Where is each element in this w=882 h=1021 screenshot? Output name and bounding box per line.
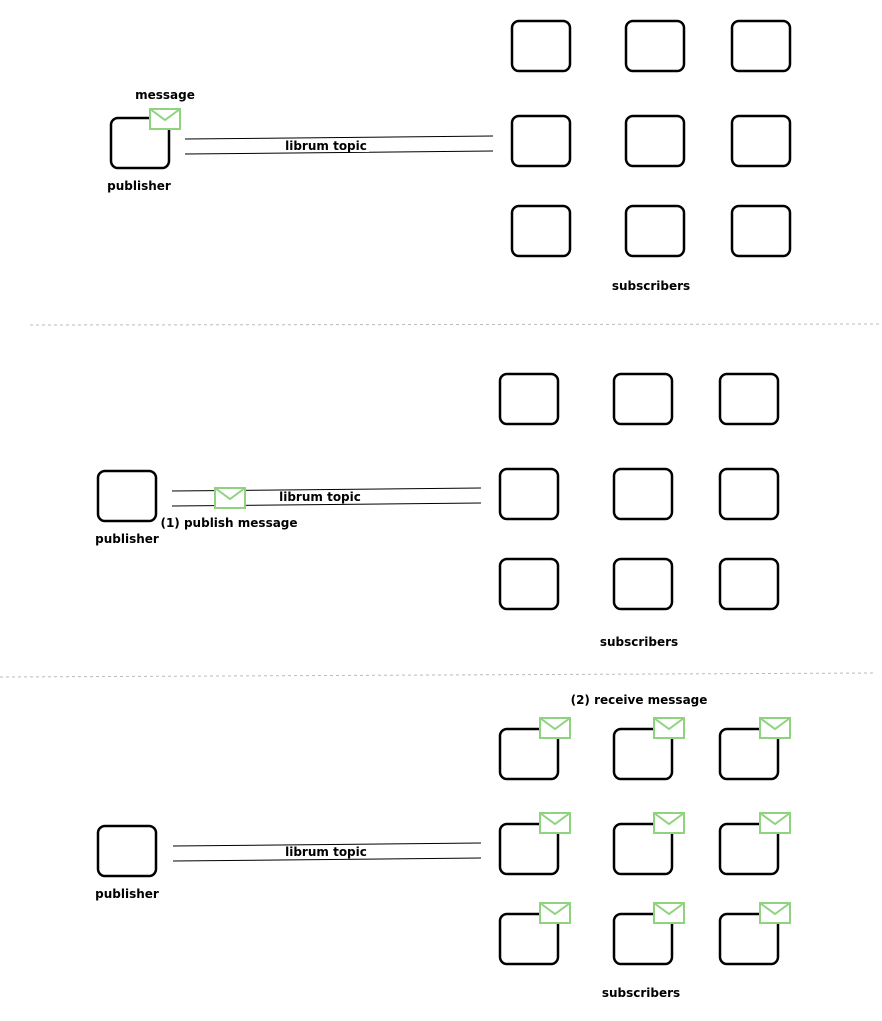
subscriber-node — [510, 114, 572, 168]
subscribers-label: subscribers — [611, 279, 691, 293]
topic-line — [172, 857, 482, 862]
panel-divider — [0, 672, 877, 678]
subscriber-node — [612, 557, 674, 611]
envelope-icon — [759, 812, 791, 834]
subscriber-node — [612, 912, 674, 966]
subscriber-node — [624, 114, 686, 168]
envelope-icon — [759, 717, 791, 739]
publisher-label: publisher — [95, 887, 159, 901]
subscriber-node — [498, 467, 560, 521]
envelope-icon — [759, 902, 791, 924]
subscriber-node — [498, 912, 560, 966]
subscriber-node — [510, 19, 572, 73]
subscriber-node — [730, 19, 792, 73]
subscriber-node — [498, 822, 560, 876]
panel-divider — [29, 323, 882, 326]
envelope-icon — [653, 717, 685, 739]
subscriber-node — [510, 204, 572, 258]
publisher-node — [96, 824, 158, 878]
topic-label: librum topic — [283, 845, 369, 859]
subscriber-node — [624, 204, 686, 258]
subscriber-node — [612, 727, 674, 781]
subscriber-node — [498, 727, 560, 781]
envelope-icon — [539, 812, 571, 834]
subscriber-node — [612, 467, 674, 521]
subscriber-node — [718, 372, 780, 426]
publisher-node — [109, 116, 171, 170]
envelope-icon — [149, 108, 181, 130]
subscriber-node — [498, 372, 560, 426]
topic-line — [184, 150, 494, 155]
subscriber-node — [730, 204, 792, 258]
subscribers-label: subscribers — [599, 635, 679, 649]
subscribers-label: subscribers — [601, 986, 681, 1000]
topic-label: librum topic — [283, 139, 369, 153]
envelope-icon — [539, 717, 571, 739]
publisher-label: publisher — [95, 532, 159, 546]
topic-line — [184, 135, 494, 140]
subscriber-node — [718, 912, 780, 966]
envelope-icon — [539, 902, 571, 924]
publisher-node — [96, 469, 158, 523]
subscriber-node — [730, 114, 792, 168]
envelope-icon — [214, 487, 246, 509]
subscriber-node — [498, 557, 560, 611]
step-label: (2) receive message — [570, 693, 708, 707]
publisher-label: publisher — [107, 179, 171, 193]
subscriber-node — [624, 19, 686, 73]
subscriber-node — [718, 822, 780, 876]
envelope-icon — [653, 902, 685, 924]
subscriber-node — [718, 557, 780, 611]
topic-label: librum topic — [277, 490, 363, 504]
message-label: message — [135, 88, 195, 102]
topic-line — [172, 842, 482, 847]
step-label: (1) publish message — [160, 516, 298, 530]
subscriber-node — [612, 822, 674, 876]
subscriber-node — [718, 727, 780, 781]
subscriber-node — [612, 372, 674, 426]
subscriber-node — [718, 467, 780, 521]
envelope-icon — [653, 812, 685, 834]
